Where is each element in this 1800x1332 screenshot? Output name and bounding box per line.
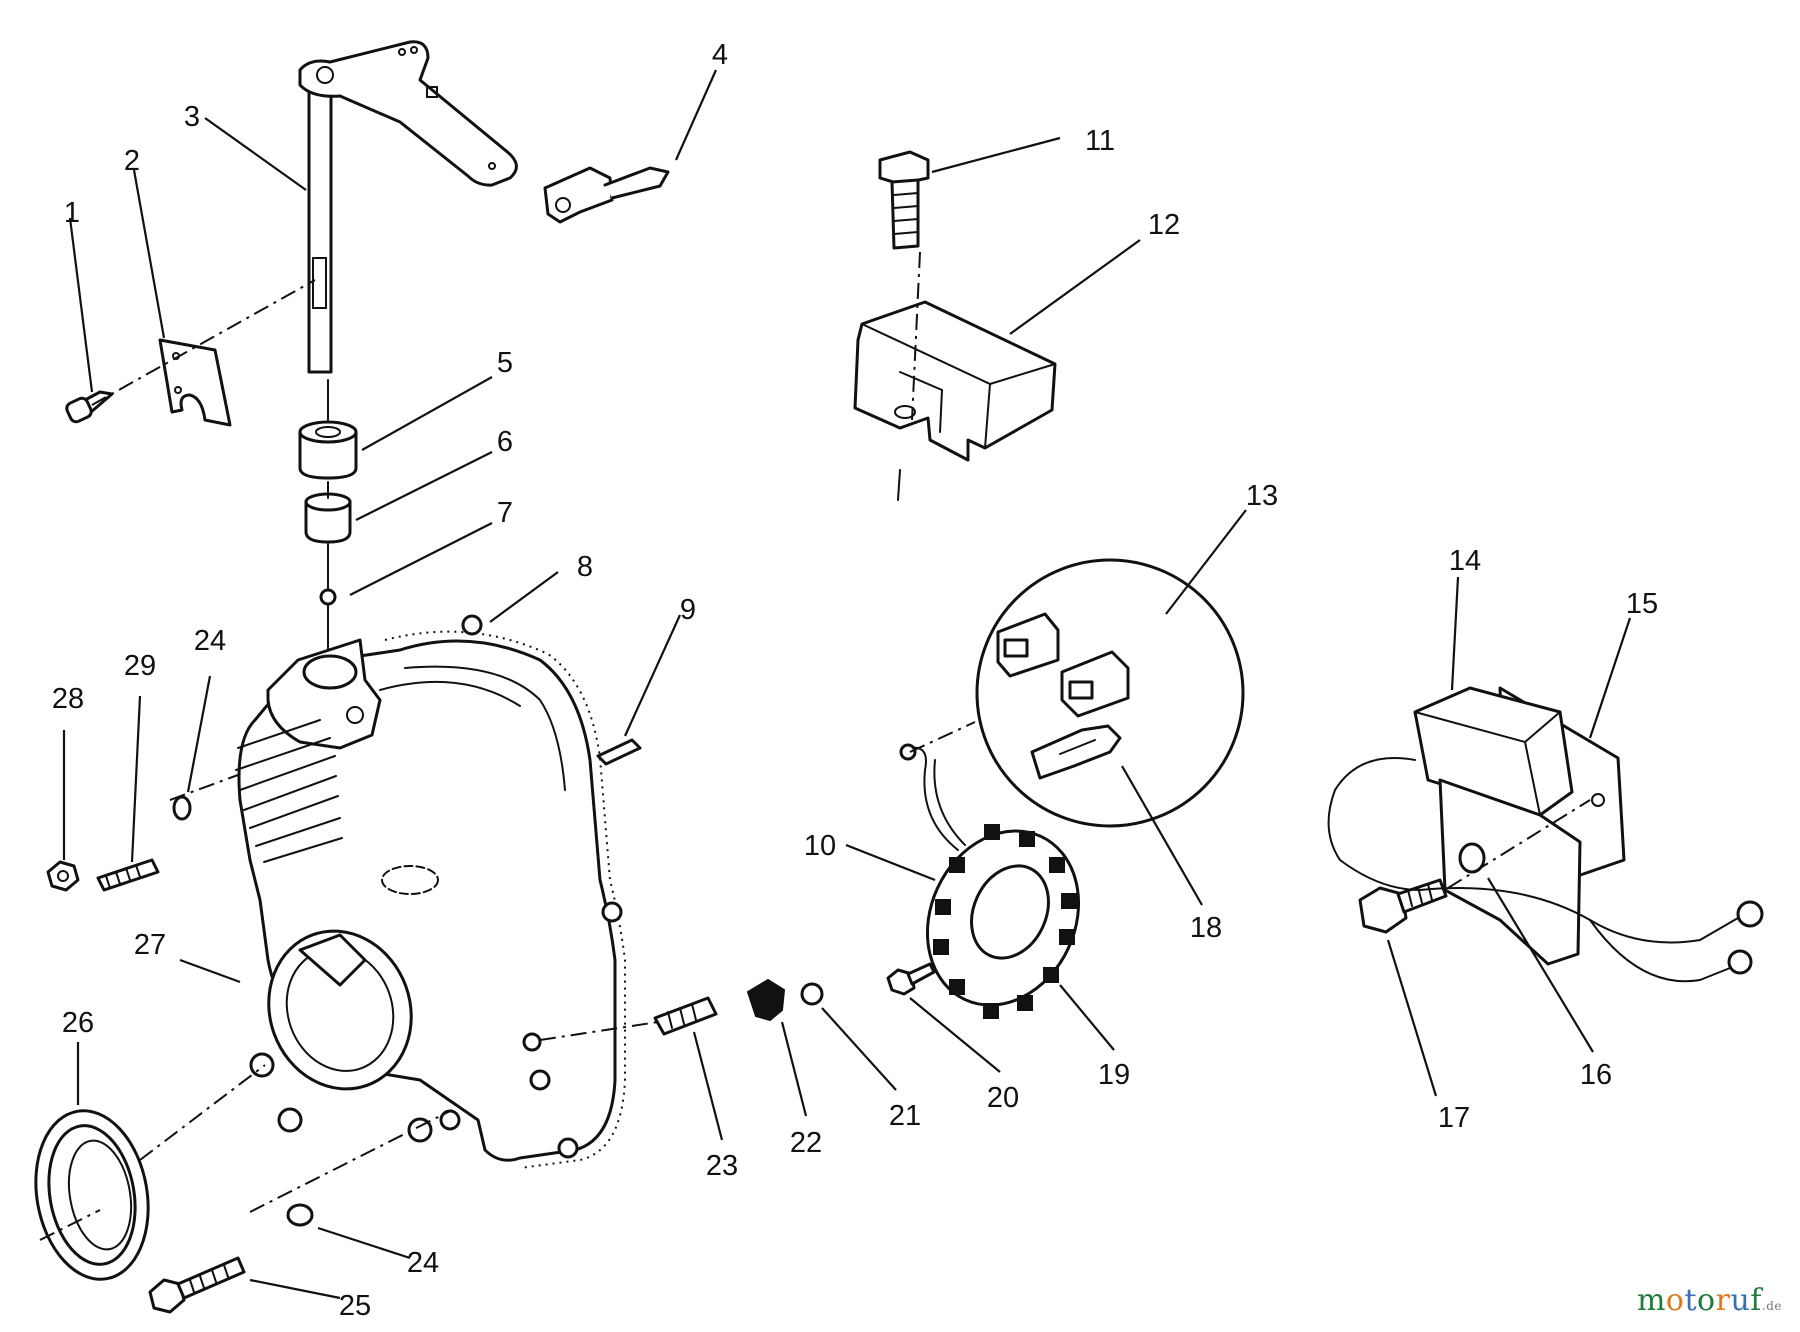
callout-21: 21 [889, 1100, 921, 1132]
part-screw-20 [886, 962, 936, 996]
callout-1: 1 [64, 197, 80, 229]
part-bearing-housing [249, 929, 461, 1143]
part-ball [319, 588, 337, 606]
callout-2: 2 [124, 145, 140, 177]
part-governor-shaft-arm [298, 40, 518, 374]
part-wire-harness [1327, 757, 1764, 983]
callout-10: 10 [804, 830, 836, 862]
callout-27: 27 [134, 929, 166, 961]
part-o-ring [800, 982, 824, 1006]
leader-8 [489, 571, 559, 623]
leader-3 [204, 117, 307, 191]
callout-20: 20 [987, 1082, 1019, 1114]
callout-19: 19 [1098, 1059, 1130, 1091]
leader-15 [1588, 617, 1632, 739]
callout-7: 7 [497, 497, 513, 529]
leader-17 [1386, 939, 1438, 1097]
leader-7 [349, 522, 493, 596]
callout-25: 25 [339, 1290, 371, 1322]
part-stud-29 [96, 858, 160, 892]
leader-4 [674, 69, 718, 161]
callout-8: 8 [577, 551, 593, 583]
part-oil-seal [34, 1109, 150, 1281]
part-bolt-11 [878, 150, 930, 250]
callout-16: 16 [1580, 1059, 1612, 1091]
callout-13: 13 [1246, 480, 1278, 512]
callout-28: 28 [52, 683, 84, 715]
leader-27 [179, 958, 241, 984]
callout-26: 26 [62, 1007, 94, 1039]
callout-23: 23 [706, 1150, 738, 1182]
part-module-box [853, 300, 1057, 462]
part-dowel-pin [596, 738, 642, 766]
leader-12 [1009, 239, 1141, 335]
callout-6: 6 [497, 426, 513, 458]
leader-13 [1165, 509, 1247, 615]
part-nut-28 [46, 860, 80, 892]
part-cooling-fins [235, 719, 343, 863]
callout-leader-lines [62, 69, 1632, 1300]
leader-1 [68, 217, 94, 393]
part-stator [899, 743, 1081, 1019]
leader-23 [692, 1031, 724, 1141]
part-regulator-module [1413, 686, 1582, 966]
part-cover-boss [266, 638, 382, 750]
leader-10 [845, 843, 936, 882]
callout-4: 4 [712, 39, 728, 71]
leader-6 [355, 451, 493, 521]
leader-20 [909, 997, 1001, 1073]
part-spring [653, 996, 718, 1036]
callout-9: 9 [680, 594, 696, 626]
callout-numbers: 1 2 3 4 5 6 7 8 9 10 11 12 13 14 15 16 1… [52, 39, 1658, 1322]
part-screw-1 [65, 390, 114, 424]
callout-11: 11 [1085, 125, 1115, 157]
leader-2 [132, 169, 166, 339]
callout-15: 15 [1626, 588, 1658, 620]
leader-24a [186, 675, 212, 793]
part-washer-24-bottom [286, 1203, 314, 1227]
callout-12: 12 [1148, 209, 1180, 241]
leader-19 [1059, 984, 1115, 1051]
callout-24-lower: 24 [407, 1247, 439, 1279]
part-connector-detail-circle [975, 558, 1245, 828]
leader-24b [317, 1226, 411, 1260]
callout-3: 3 [184, 101, 200, 133]
watermark-text: motoruf [1636, 1283, 1762, 1318]
callout-18: 18 [1190, 912, 1222, 944]
part-lock-washer [1458, 842, 1486, 874]
callout-24-upper: 24 [194, 625, 226, 657]
watermark-suffix: .de [1761, 1299, 1782, 1313]
callout-22: 22 [790, 1127, 822, 1159]
part-washer-24-top [172, 795, 192, 821]
callout-29: 29 [124, 650, 156, 682]
part-bushing [298, 420, 358, 480]
leader-29 [130, 695, 142, 863]
callout-14: 14 [1449, 545, 1481, 577]
part-plug [746, 978, 786, 1022]
leader-22 [780, 1021, 808, 1117]
leader-25 [249, 1278, 341, 1300]
assembly-center-lines [39, 251, 1591, 1241]
part-bracket [158, 338, 232, 427]
leader-16 [1487, 877, 1594, 1053]
motoruf-watermark-logo: motoruf.de [1637, 1283, 1782, 1318]
leader-18 [1121, 765, 1203, 906]
part-sleeve [304, 492, 352, 544]
callout-5: 5 [497, 347, 513, 379]
leader-5 [361, 376, 493, 451]
part-link-clip [543, 166, 670, 224]
part-bolt-25 [148, 1256, 246, 1314]
callout-17: 17 [1438, 1102, 1470, 1134]
leader-11 [931, 136, 1061, 174]
leader-9 [623, 614, 682, 737]
leader-21 [821, 1007, 897, 1091]
leader-14 [1450, 576, 1460, 691]
